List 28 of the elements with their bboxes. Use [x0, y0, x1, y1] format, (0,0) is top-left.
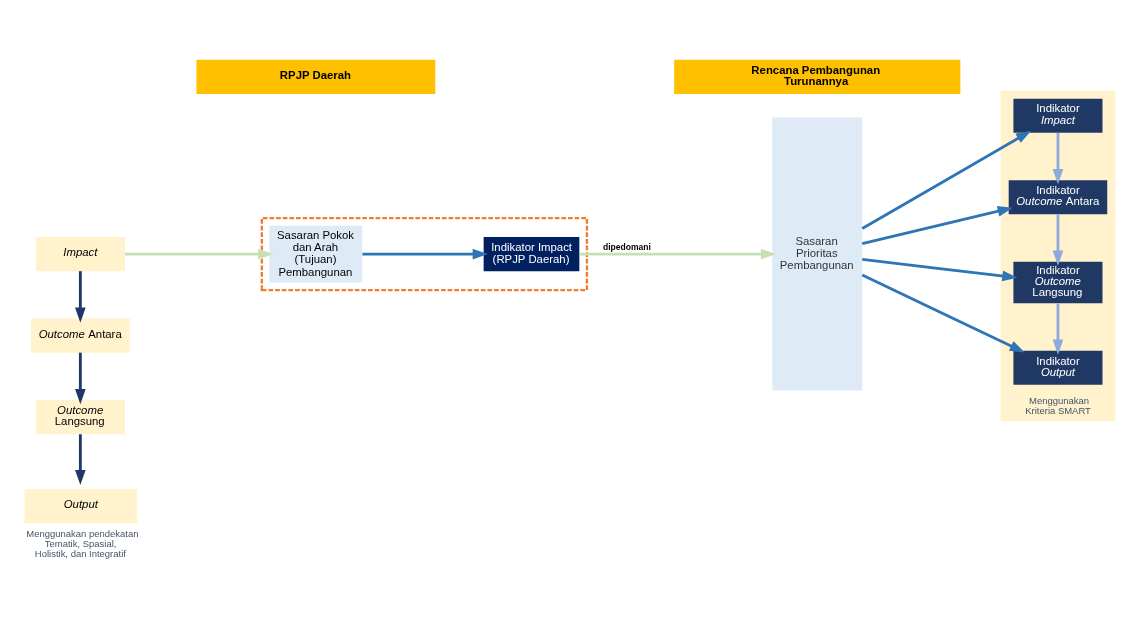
arrow: [1052, 132, 1064, 185]
node-box: Indikator Outcome Langsung: [1013, 261, 1103, 304]
node-box: Indikator Impact (RPJP Daerah): [483, 237, 580, 272]
arrow: [1052, 303, 1064, 355]
arrow: [75, 352, 86, 405]
arrow: [1052, 214, 1064, 266]
arrow: [861, 130, 1032, 230]
node-box: Outcome Langsung: [35, 400, 125, 435]
node-box: Indikator Outcome Antara: [1008, 180, 1108, 215]
node-box: Outcome Antara: [31, 318, 130, 353]
arrow: [124, 248, 274, 260]
edge-label: dipedomani: [603, 242, 651, 253]
node-box: Indikator Impact: [1013, 98, 1103, 133]
node-box: Sasaran Prioritas Pembangunan: [772, 117, 863, 391]
node-label: Menggunakan pendekatan Tematik, Spasial, Holistik, dan Integratif: [26, 527, 139, 560]
node-box: Output: [24, 489, 138, 524]
arrow: [862, 257, 1018, 282]
arrow: [861, 206, 1013, 245]
arrow: [362, 248, 488, 260]
node-box: Impact: [35, 237, 125, 272]
node-box: Rencana Pembangunan Turunannya: [674, 59, 961, 94]
node-box: Sasaran Pokok dan Arah (Tujuan) Pembangunan: [269, 225, 363, 283]
arrow: [75, 271, 86, 323]
node-box: RPJP Daerah: [196, 59, 436, 94]
arrow: [75, 434, 86, 486]
arrow: [579, 248, 777, 260]
arrow: [861, 273, 1025, 353]
node-box: Indikator Output: [1013, 350, 1103, 385]
